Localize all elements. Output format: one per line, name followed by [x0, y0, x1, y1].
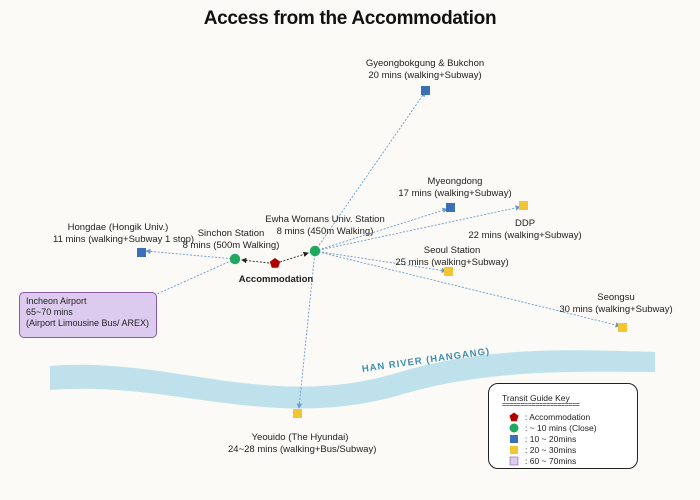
- route-yeouido: [296, 250, 316, 409]
- legend-item-accommodation: : Accommodation: [509, 411, 590, 422]
- walk-to-sinchon: [241, 257, 270, 264]
- seongsu-marker: [618, 323, 627, 332]
- transit-legend: Transit Guide Key ===================== …: [488, 383, 638, 469]
- route-myeongdong: [314, 207, 448, 252]
- square-icon: [510, 434, 518, 443]
- legend-item-mid: : 10 ~ 20mins: [509, 433, 576, 444]
- route-hongdae: [145, 248, 236, 260]
- route-airport: [147, 258, 236, 299]
- incheon-airport-box: Incheon Airport 65~70 mins (Airport Limo…: [19, 292, 157, 338]
- yeouido-marker: [293, 409, 302, 418]
- myeongdong-marker: [446, 203, 455, 212]
- ddp-marker: [519, 201, 528, 210]
- legend-item-close: : ~ 10 mins (Close): [509, 422, 597, 433]
- square-icon: [509, 456, 519, 465]
- yeouido-label: Yeouido (The Hyundai)24~28 mins (walking…: [228, 432, 377, 455]
- hongdae-label: Hongdae (Hongik Univ.)11 mins (walking+S…: [53, 222, 195, 245]
- route-ddp: [314, 205, 521, 252]
- gyeongbokgung-marker: [421, 86, 430, 95]
- legend-item-far: : 20 ~ 30mins: [509, 444, 576, 455]
- sinchon-marker: [229, 253, 241, 265]
- legend-separator: =====================: [502, 402, 580, 409]
- legend-title: Transit Guide Key: [502, 393, 570, 403]
- accommodation-marker: [269, 258, 281, 268]
- page-title: Access from the Accommodation: [203, 8, 497, 29]
- route-seoul-station: [314, 250, 447, 273]
- pentagon-icon: [509, 412, 519, 421]
- accommodation-label: Accommodation: [238, 274, 314, 285]
- hongdae-marker: [137, 248, 146, 257]
- seoul-station-marker: [444, 267, 453, 276]
- route-seongsu: [314, 250, 621, 328]
- ewha-marker: [309, 245, 321, 257]
- square-icon: [510, 445, 518, 454]
- circle-icon: [509, 423, 519, 432]
- legend-item-airport: : 60 ~ 70mins: [509, 455, 576, 466]
- han-river: [50, 350, 655, 409]
- walk-to-ewha: [279, 251, 309, 263]
